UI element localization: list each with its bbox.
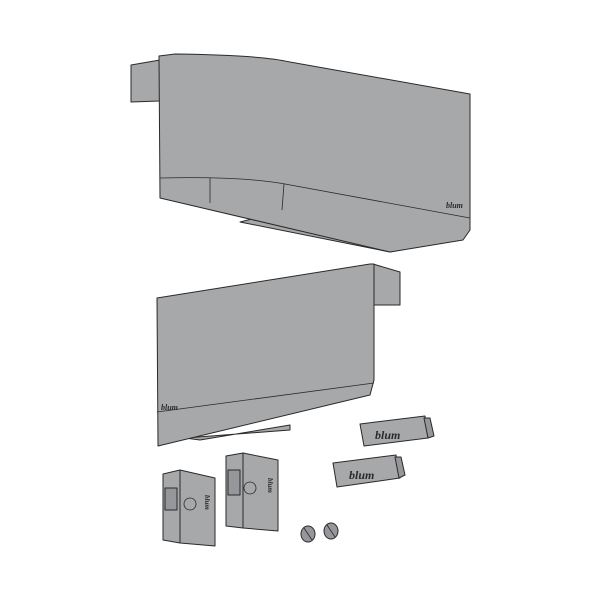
blum-logo: blum	[375, 428, 400, 442]
screw-2	[323, 522, 339, 540]
blum-logo: blum	[446, 201, 463, 210]
bracket-left: blum	[162, 469, 216, 547]
blum-logo: blum	[203, 495, 211, 510]
logo-clip-2: blum	[332, 454, 406, 488]
bracket-right: blum	[225, 452, 279, 532]
blum-logo: blum	[349, 468, 374, 482]
logo-clip-1: blum	[359, 415, 435, 447]
blum-logo: blum	[161, 403, 178, 412]
screw-1	[300, 525, 316, 543]
small-cover-cap: blum	[156, 263, 401, 447]
large-cover-cap: blum	[130, 53, 471, 253]
blum-logo: blum	[266, 478, 274, 493]
